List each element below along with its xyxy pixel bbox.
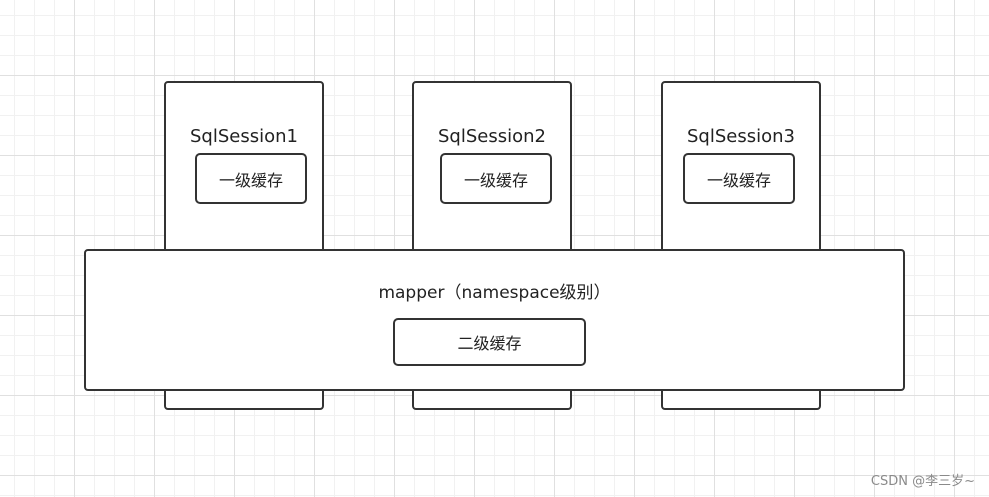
sqlsession-3-first-level-cache: 一级缓存: [683, 153, 795, 204]
mapper-box: mapper（namespace级别） 二级缓存: [84, 249, 905, 391]
mapper-second-level-cache: 二级缓存: [393, 318, 586, 366]
sqlsession-2-title: SqlSession2: [438, 126, 546, 147]
sqlsession-2-first-level-cache: 一级缓存: [440, 153, 552, 204]
sqlsession-1-title: SqlSession1: [190, 126, 298, 147]
mapper-title: mapper（namespace级别）: [378, 283, 611, 303]
csdn-watermark: CSDN @李三岁~: [870, 474, 975, 489]
sqlsession-1-first-level-cache: 一级缓存: [195, 153, 307, 204]
sqlsession-3-title: SqlSession3: [687, 126, 795, 147]
